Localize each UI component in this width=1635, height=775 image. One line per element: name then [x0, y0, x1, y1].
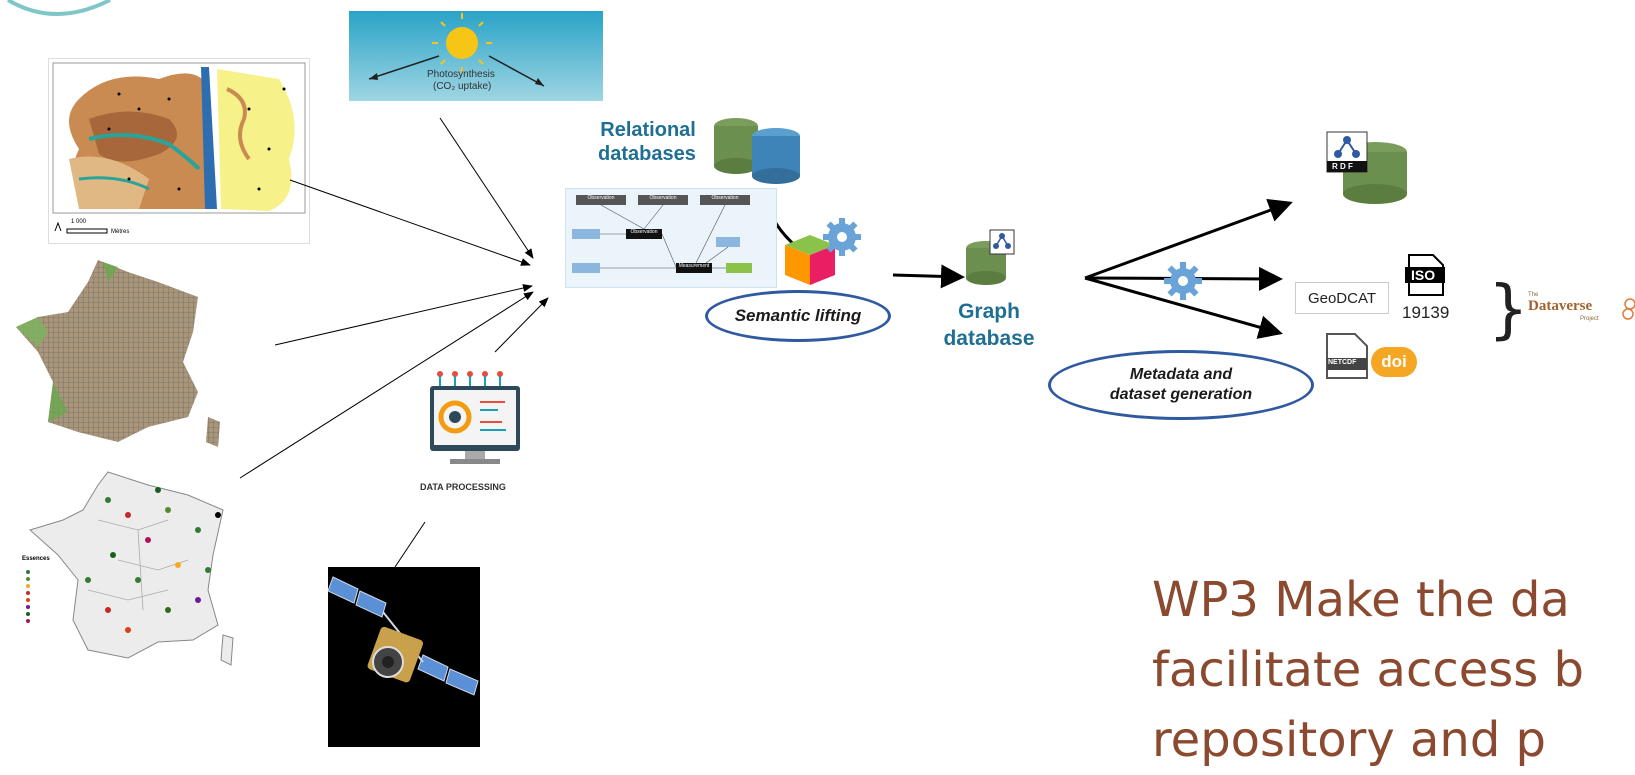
dataverse-logo: The Dataverse Project [1528, 292, 1635, 332]
graph-database-label: Graph database [943, 300, 1035, 350]
doi-label: doi [1381, 352, 1407, 371]
arrow-from-data-processing [494, 297, 549, 353]
relational-schema-diagram: Observation Observation Observation Obse… [565, 188, 777, 288]
rdf-database-icon [1326, 131, 1407, 204]
rdf-badge-label: R D F [1332, 162, 1353, 171]
schema-box-8 [572, 263, 600, 273]
gear-icon [1164, 262, 1202, 300]
doi-badge: doi [1371, 347, 1417, 377]
semantic-lifting-icon [785, 218, 861, 285]
geodcat-label: GeoDCAT [1307, 289, 1377, 307]
soil-map: 1 000 Mètres [48, 58, 310, 244]
dataverse-the-label: The [1528, 292, 1539, 298]
relational-databases-label: Relational databases [598, 119, 696, 165]
graph-database-icon [966, 229, 1015, 285]
dataverse-icon [1622, 298, 1635, 320]
soil-map-unit-label: Mètres [111, 229, 130, 235]
dataverse-label: Dataverse [1528, 298, 1593, 314]
iso-badge-label: ISO [1411, 267, 1436, 283]
dataverse-project-label: Project [1580, 316, 1599, 322]
france-species-map: Essences [18, 460, 240, 672]
schema-box-4: Observation [626, 229, 662, 239]
wp3-title: WP3 Make the da facilitate access b repo… [1152, 565, 1584, 775]
arrow-from-france-grid [274, 284, 533, 346]
iso-file-icon [1405, 254, 1445, 296]
geodcat-box: GeoDCAT [1295, 282, 1389, 314]
arrow-lifting-to-graph [892, 264, 965, 289]
data-processing-image: DATA PROCESSING [410, 362, 545, 502]
wp3-title-line-2: facilitate access b [1152, 642, 1585, 698]
wp3-title-line-1: WP3 Make the da [1152, 572, 1570, 628]
semantic-lifting-ellipse: Semantic lifting [705, 290, 891, 342]
netcdf-file-icon [1326, 333, 1368, 379]
semantic-lifting-label: Semantic lifting [734, 306, 862, 325]
arrow-graph-to-rdf [1084, 198, 1293, 280]
arrow-from-species-map [239, 291, 534, 479]
schema-box-5: Measurement [676, 263, 712, 273]
metadata-generation-ellipse: Metadata and dataset generation [1048, 350, 1314, 420]
schema-box-3: Observation [700, 195, 750, 205]
france-grid-map [8, 252, 228, 452]
metadata-label-line2: dataset generation [1109, 386, 1253, 403]
data-processing-label: DATA PROCESSING [420, 482, 506, 492]
schema-box-9 [572, 229, 600, 239]
arrow-from-photosynthesis [439, 117, 534, 259]
wp3-title-line-3: repository and p [1152, 712, 1547, 768]
curly-brace: } [1488, 273, 1529, 347]
species-legend-title: Essences [22, 556, 50, 562]
netcdf-label: NETCDF [1328, 359, 1357, 366]
schema-box-2: Observation [638, 195, 688, 205]
arrow-from-satellite [384, 521, 426, 583]
arrow-from-soil-map [289, 179, 531, 266]
co2-uptake-label: (CO₂ uptake) [433, 81, 492, 92]
schema-box-6 [716, 237, 740, 247]
relational-databases-icon [714, 118, 800, 184]
iso-number-label: 19139 [1402, 303, 1450, 322]
decorative-circle-arc [6, 0, 111, 16]
soil-map-scale-label: 1 000 [71, 219, 87, 225]
arrow-graph-to-netcdf [1084, 276, 1283, 339]
photosynthesis-image: Photosynthesis (CO₂ uptake) [349, 11, 603, 101]
satellite-image [328, 567, 480, 747]
metadata-label-line1: Metadata and [1129, 366, 1233, 383]
schema-box-1: Observation [576, 195, 626, 205]
photosynthesis-label: Photosynthesis [427, 69, 495, 80]
schema-box-7 [726, 263, 752, 273]
